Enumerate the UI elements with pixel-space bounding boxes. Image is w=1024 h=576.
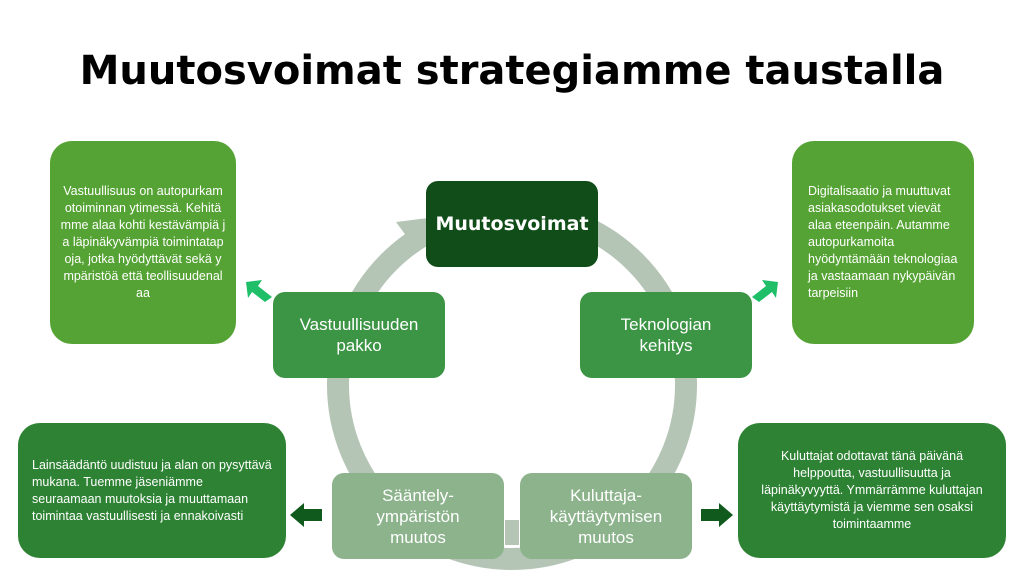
cycle-arrowhead-icon [396,218,428,252]
arrow-up-right-icon [752,280,778,302]
desc-text: Digitalisaatio ja muuttuvat asiakasodotu… [808,184,958,300]
center-node: Muutosvoimat [426,181,598,267]
node-label: Sääntely-ympäristön muutos [376,485,460,547]
center-node-label: Muutosvoimat [435,212,589,235]
node-technology: Teknologian kehitys [580,292,752,378]
desc-consumer: Kuluttajat odottavat tänä päivänä helppo… [738,423,1006,558]
arrow-left-icon [290,503,322,527]
node-consumer: Kuluttaja-käyttäytymisen muutos [520,473,692,559]
desc-text: Kuluttajat odottavat tänä päivänä helppo… [761,449,983,531]
desc-responsibility: Vastuullisuus on autopurkamotoiminnan yt… [50,141,236,344]
desc-text: Lainsäädäntö uudistuu ja alan on pysyttä… [32,457,272,523]
node-responsibility: Vastuullisuuden pakko [273,292,445,378]
arrow-right-icon [701,503,733,527]
node-label: Kuluttaja-käyttäytymisen muutos [549,485,663,547]
desc-text: Vastuullisuus on autopurkamotoiminnan yt… [60,184,226,300]
arrow-up-left-icon [246,280,272,302]
desc-technology: Digitalisaatio ja muuttuvat asiakasodotu… [792,141,974,344]
node-label: Vastuullisuuden pakko [299,315,419,355]
page-title: Muutosvoimat strategiamme taustalla [79,48,945,94]
desc-regulation: Lainsäädäntö uudistuu ja alan on pysyttä… [18,423,286,558]
node-label: Teknologian kehitys [620,315,712,355]
node-regulation: Sääntely-ympäristön muutos [332,473,504,559]
